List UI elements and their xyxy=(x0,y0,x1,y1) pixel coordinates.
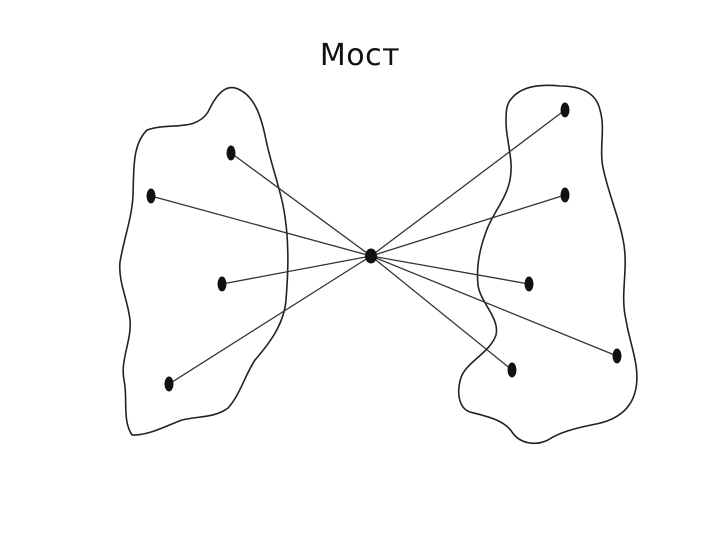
left-node-1 xyxy=(226,145,236,161)
right-node-1 xyxy=(560,102,570,118)
left-network-region xyxy=(118,86,289,436)
left-node-3 xyxy=(217,276,227,292)
link-left-1 xyxy=(230,152,372,257)
link-right-3 xyxy=(370,255,530,285)
right-network-region xyxy=(457,84,638,445)
link-left-4 xyxy=(168,255,372,385)
bridge-node xyxy=(365,248,377,264)
link-right-5 xyxy=(370,255,513,371)
link-left-2 xyxy=(150,195,372,257)
right-node-5 xyxy=(507,362,517,378)
link-left-3 xyxy=(221,255,372,285)
right-node-3 xyxy=(524,276,534,292)
link-right-4 xyxy=(370,255,618,357)
left-node-4 xyxy=(164,376,174,392)
link-right-1 xyxy=(370,109,566,257)
right-node-2 xyxy=(560,187,570,203)
slide-title: Мост xyxy=(319,38,401,73)
right-node-4 xyxy=(612,348,622,364)
link-right-2 xyxy=(370,194,566,257)
left-node-2 xyxy=(146,188,156,204)
